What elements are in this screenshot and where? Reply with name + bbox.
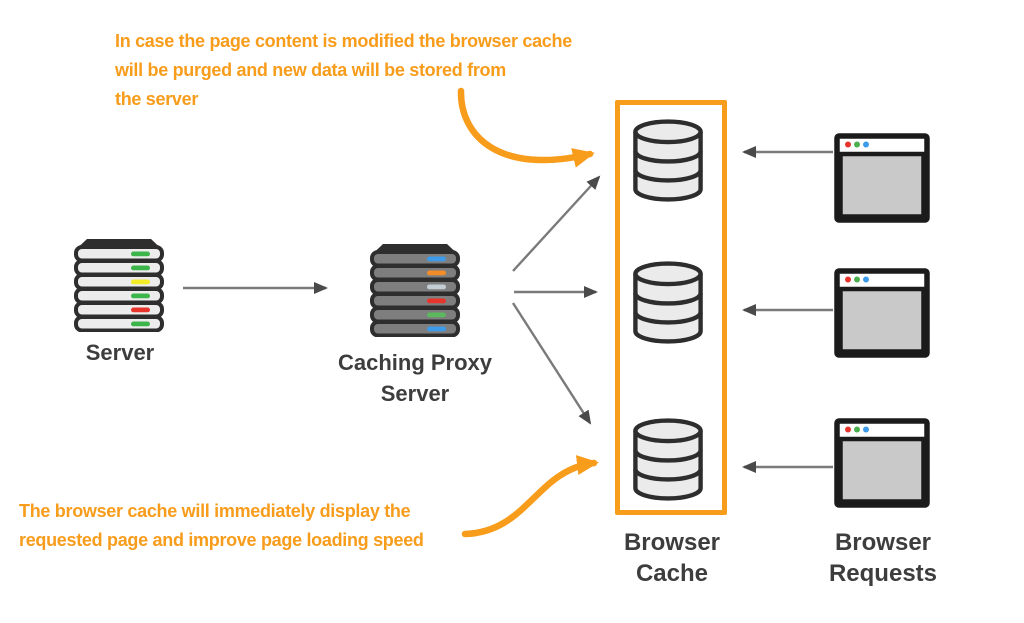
proxy-led: [427, 312, 446, 318]
database-icon-bottom: [633, 418, 703, 501]
database-icon-middle: [633, 261, 703, 344]
server-led: [131, 279, 150, 285]
proxy-led: [427, 256, 446, 262]
browser-window-icon-bottom: [834, 418, 930, 508]
server-slat: [74, 315, 164, 332]
server-label: Server: [85, 340, 155, 365]
database-top: [633, 418, 703, 444]
browser-dot-red: [845, 276, 851, 283]
browser-dot-green: [854, 276, 860, 283]
browser-dot-red: [845, 141, 851, 148]
browser-content: [838, 286, 926, 354]
database-band: [633, 292, 703, 306]
arrow-proxy-to-cache-bottom: [511, 302, 592, 425]
server-led: [131, 307, 150, 313]
server-led: [131, 293, 150, 299]
browser-window-icon-top: [834, 133, 930, 223]
arrow-proxy-to-cache-top: [512, 175, 601, 272]
cache-label-line: Cache: [635, 560, 709, 587]
requests-label-line: Requests: [828, 560, 938, 587]
caching-proxy-server-icon: [370, 244, 460, 337]
database-band: [633, 449, 703, 463]
browser-dot-blue: [863, 276, 869, 283]
annotation-top: In case the page content is modified the…: [115, 27, 635, 114]
database-band: [633, 169, 703, 183]
server-led: [131, 251, 150, 257]
database-icon-top: [633, 119, 703, 202]
server-led: [131, 321, 150, 327]
browser-cache-label: Browser Cache: [608, 527, 736, 589]
proxy-slat: [370, 320, 460, 337]
proxy-led: [427, 284, 446, 290]
browser-requests-label: Browser Requests: [788, 527, 978, 589]
cache-label-line: Browser: [623, 529, 721, 556]
server-led: [131, 265, 150, 271]
proxy-led: [427, 270, 446, 276]
annotation-bottom-line: The browser cache will immediately displ…: [19, 501, 411, 521]
database-body: [633, 131, 703, 202]
browser-content: [838, 436, 926, 504]
database-band: [633, 150, 703, 164]
annotation-bottom: The browser cache will immediately displ…: [19, 497, 489, 555]
database-top: [633, 119, 703, 145]
annotation-top-line: will be purged and new data will be stor…: [115, 60, 506, 80]
browser-window-icon-middle: [834, 268, 930, 358]
database-top: [633, 261, 703, 287]
database-band: [633, 311, 703, 325]
proxy-led: [427, 326, 446, 332]
proxy-label-line: Caching Proxy: [337, 350, 493, 375]
database-body: [633, 430, 703, 501]
proxy-label-line: Server: [380, 381, 450, 406]
browser-dot-blue: [863, 141, 869, 148]
annotation-top-line: In case the page content is modified the…: [115, 31, 572, 51]
browser-dot-green: [854, 426, 860, 433]
annotation-bottom-line: requested page and improve page loading …: [19, 530, 424, 550]
browser-dot-green: [854, 141, 860, 148]
server-icon: [74, 239, 164, 332]
database-band: [633, 468, 703, 482]
caching-proxy-server-label: Caching Proxy Server: [325, 347, 505, 409]
browser-cache-box: [615, 100, 727, 515]
browser-dot-blue: [863, 426, 869, 433]
database-body: [633, 273, 703, 344]
browser-content: [838, 151, 926, 219]
requests-label-line: Browser: [834, 529, 932, 556]
annotation-top-line: the server: [115, 89, 199, 109]
proxy-led: [427, 298, 446, 304]
browser-dot-red: [845, 426, 851, 433]
